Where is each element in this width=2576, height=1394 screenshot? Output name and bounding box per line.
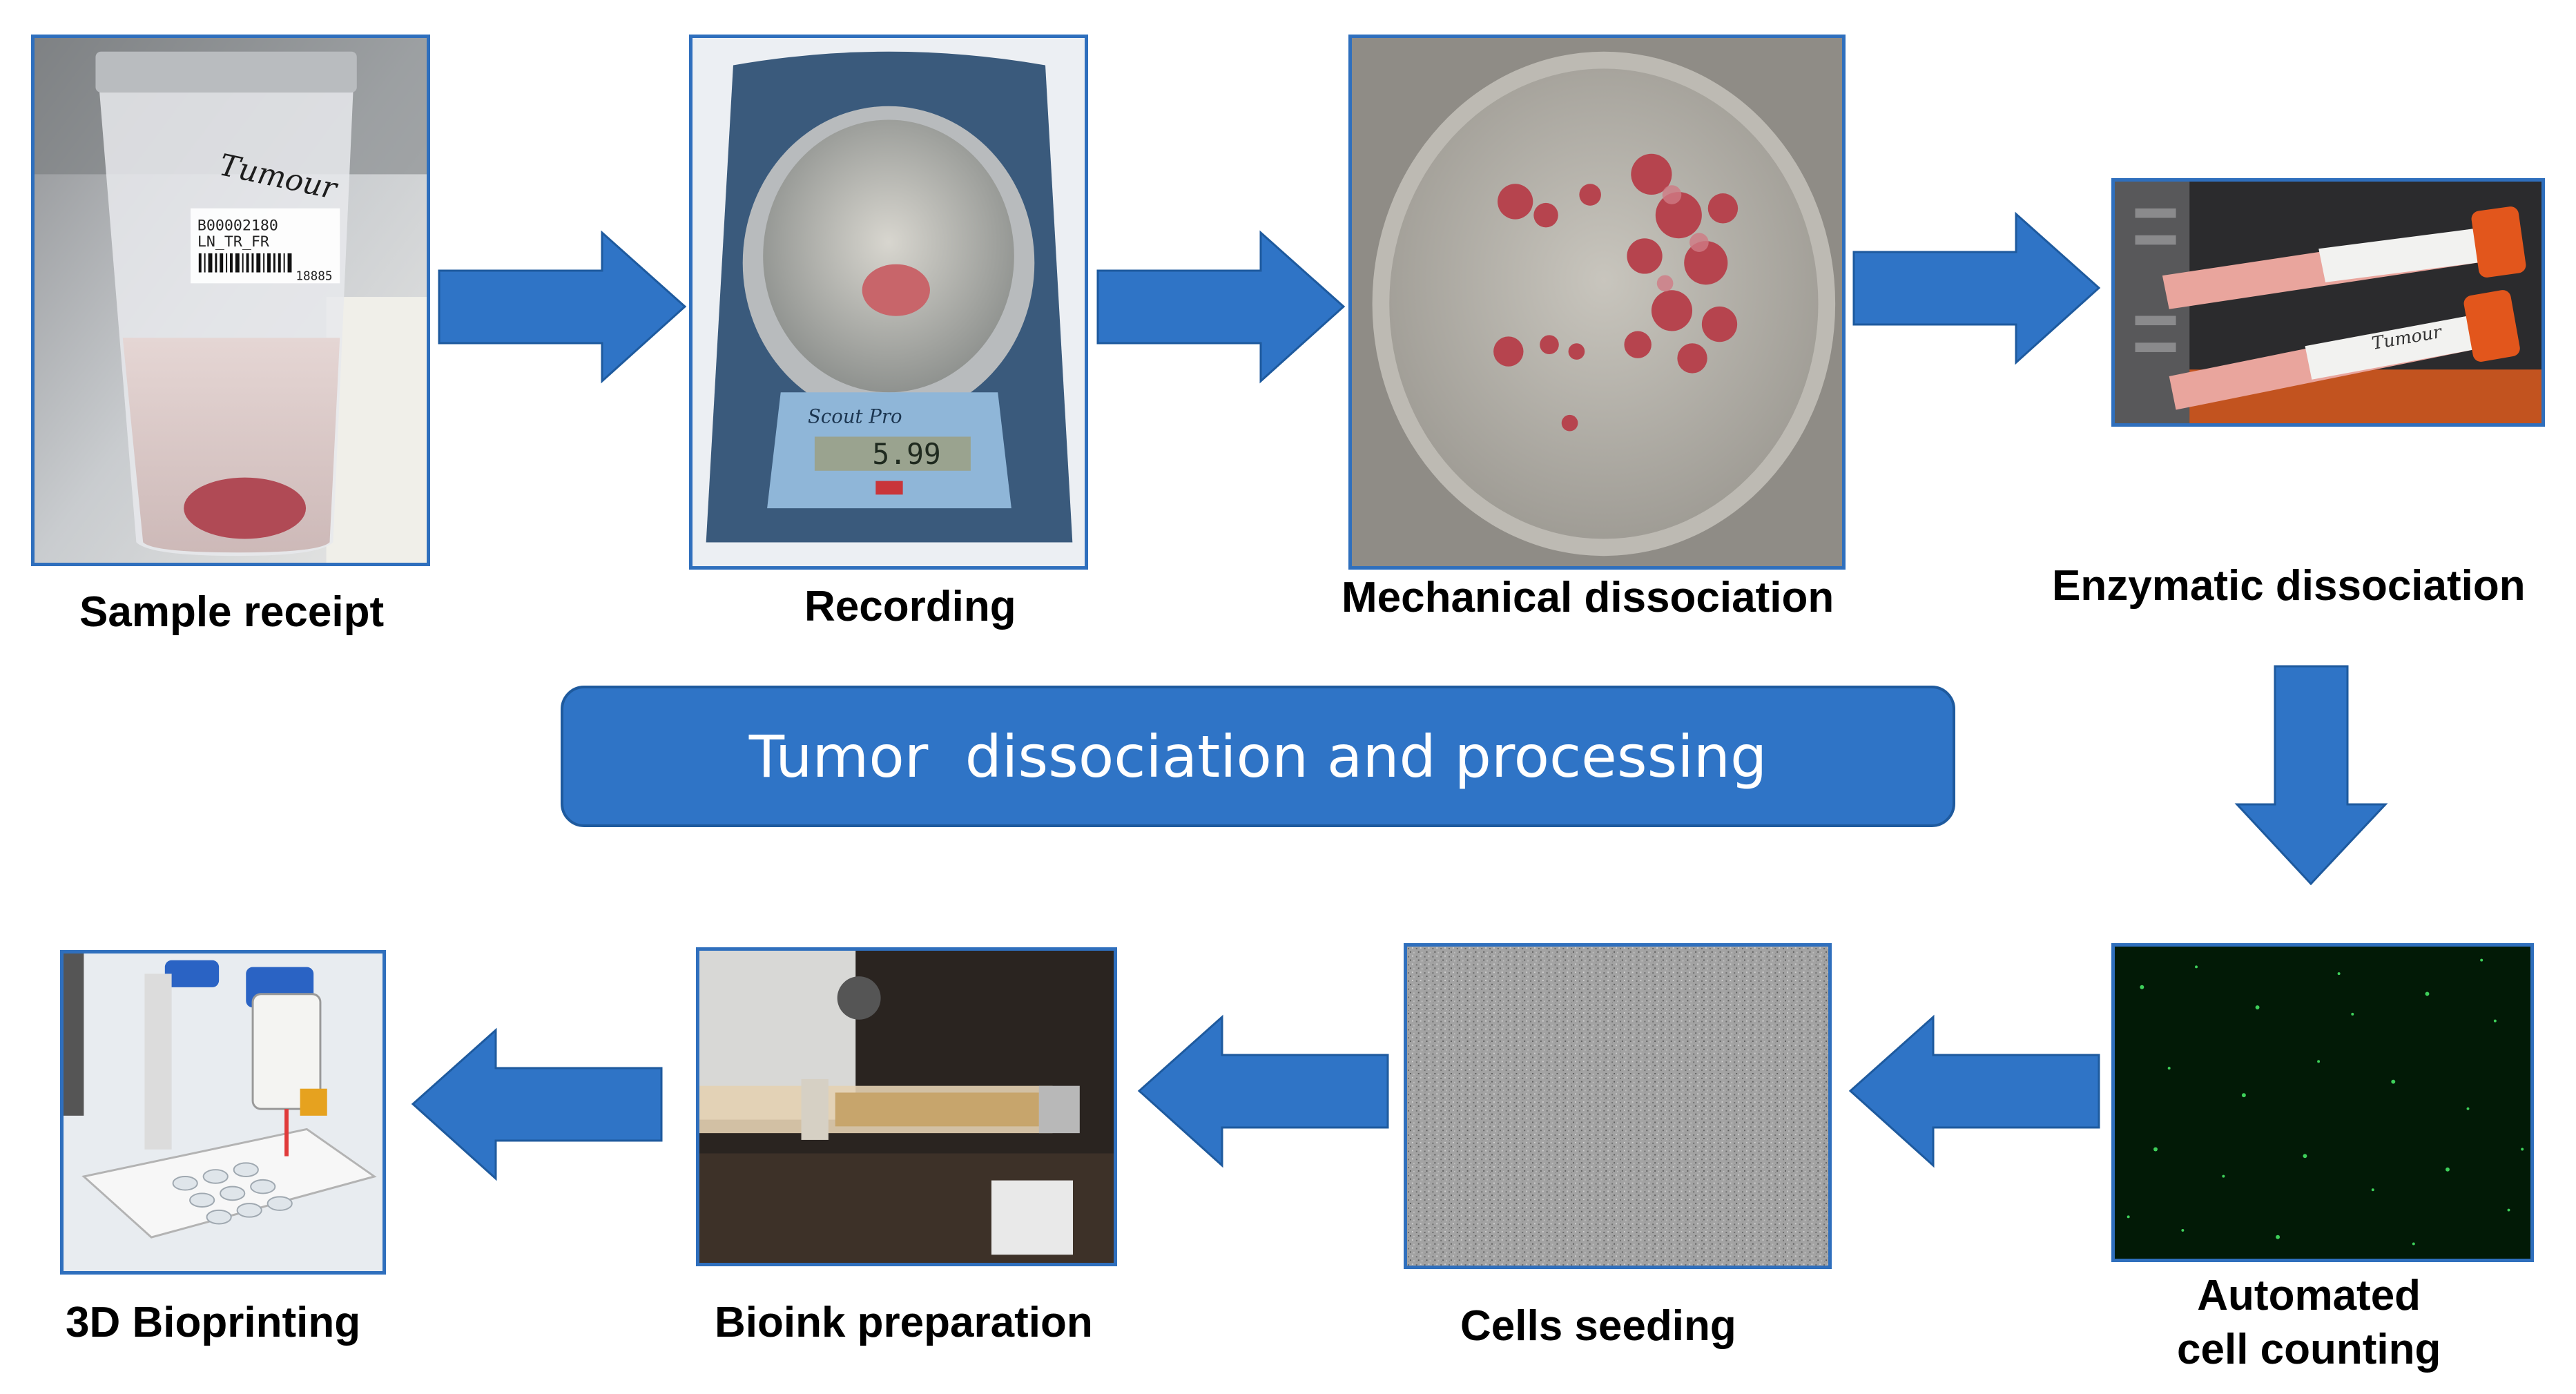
arrow-left-3 (411, 1027, 663, 1181)
arrow-right-3 (1852, 211, 2101, 365)
jar-barcode-line1: B00002180 (197, 217, 278, 234)
process-title: Tumor dissociation and processing (748, 722, 1768, 791)
step-label-automated-cell-counting: Automated cell counting (2177, 1269, 2441, 1376)
step-label-cells-seeding: Cells seeding (1460, 1302, 1736, 1350)
step-label-line1: Automated (2197, 1272, 2421, 1319)
automated-cell-counting-photo (2111, 943, 2534, 1262)
step-label-line2: cell counting (2177, 1325, 2441, 1373)
step-label-sample-receipt: Sample receipt (79, 588, 385, 636)
jar-barcode-line2: LN_TR_FR (197, 233, 270, 251)
arrow-left-2 (1137, 1014, 1389, 1168)
process-title-banner: Tumor dissociation and processing (561, 686, 1955, 827)
enzymatic-dissociation-photo: Tumour (2111, 178, 2545, 427)
jar-barcode-number: 18885 (296, 269, 332, 283)
step-label-enzymatic-dissociation: Enzymatic dissociation (2052, 562, 2526, 610)
step-label-3d-bioprinting: 3D Bioprinting (66, 1299, 361, 1346)
step-label-mechanical-dissociation: Mechanical dissociation (1342, 574, 1834, 621)
scale-display: 5.99 (872, 438, 940, 471)
arrow-down (2234, 665, 2388, 886)
sample-receipt-photo: Tumour B00002180 LN_TR_FR 18885 (31, 35, 430, 566)
mechanical-dissociation-photo (1348, 35, 1846, 570)
step-label-bioink-preparation: Bioink preparation (715, 1299, 1093, 1346)
cells-seeding-photo (1404, 943, 1832, 1269)
arrow-right-2 (1096, 230, 1346, 384)
arrow-left-1 (1848, 1014, 2100, 1168)
bioink-preparation-photo (696, 947, 1117, 1266)
step-label-recording: Recording (804, 583, 1016, 630)
arrow-right-1 (438, 230, 687, 384)
recording-photo: Scout Pro 5.99 (689, 35, 1088, 570)
3d-bioprinting-photo (60, 950, 386, 1275)
scale-brand: Scout Pro (808, 405, 902, 428)
